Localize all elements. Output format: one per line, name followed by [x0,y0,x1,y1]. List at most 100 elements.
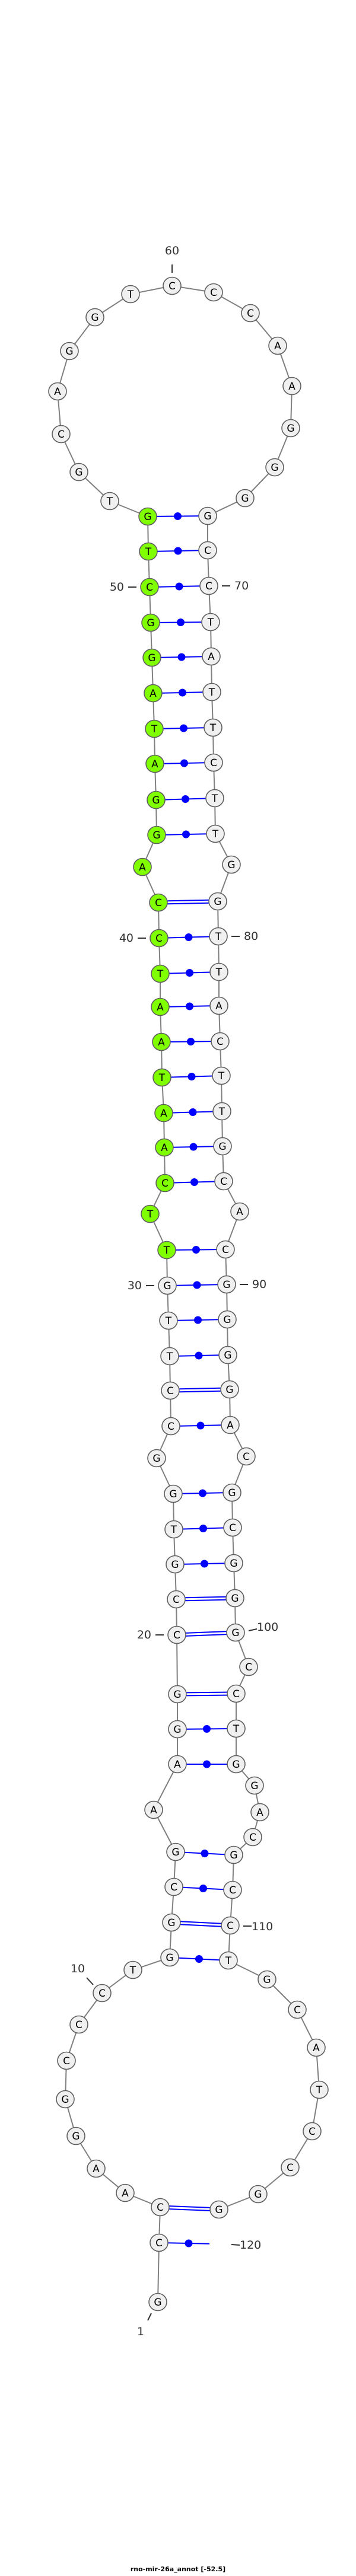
nucleotide-109: C [223,1880,242,1899]
pair-bond-line [169,2208,210,2211]
nucleotide-circle [151,997,170,1016]
nucleotide-circle [150,2233,169,2252]
pair-dot [189,1143,198,1151]
nucleotide-circle [212,1102,231,1121]
nucleotide-letter: A [157,1002,164,1013]
nucleotide-circle [93,1984,112,2003]
nucleotide-61: C [204,283,223,302]
nucleotide-circle [227,1684,246,1703]
nucleotide-letter: C [167,1385,174,1397]
nucleotide-circle [227,1719,246,1738]
nucleotide-circle [148,2293,167,2312]
pair-dot [175,582,183,591]
nucleotide-circle [221,1916,240,1935]
nucleotide-14: C [164,1877,183,1896]
nucleotide-circle [69,463,88,482]
nucleotide-circle [141,1204,160,1223]
pair-dot [174,547,182,555]
nucleotide-113: C [288,2000,307,2019]
nucleotide-41: C [149,893,168,912]
position-label-1: 1 [137,2313,152,2338]
position-label-20: 20 [137,1628,164,1641]
nucleotide-letter: G [225,1384,233,1396]
nucleotide-letter: T [106,496,113,508]
nucleotide-letter: C [63,2055,70,2067]
nucleotide-62: C [241,304,260,323]
nucleotide-circle [230,1202,249,1221]
nucleotide-40: C [150,929,169,948]
nucleotide-80: T [209,927,228,946]
nucleotide-70: C [199,576,218,595]
nucleotide-circle [85,308,104,327]
nucleotide-98: G [224,1554,243,1573]
nucleotide-circle [303,2122,322,2141]
nucleotide-49: G [141,613,160,632]
nucleotide-circle [221,1415,240,1434]
nucleotide-11: T [123,1960,142,1979]
nucleotide-circle [209,2200,228,2219]
nucleotide-18: G [168,1720,187,1739]
nucleotide-letter: G [218,1141,226,1153]
nucleotide-94: A [221,1415,240,1434]
nucleotide-81: T [209,962,228,981]
nucleotide-circle [204,753,223,772]
nucleotide-79: G [208,892,227,911]
nucleotide-circle [164,1484,183,1503]
nucleotide-32: T [141,1204,160,1223]
nucleotide-letter: G [254,2189,262,2201]
nucleotide-letter: C [169,280,176,292]
nucleotide-circle [224,1554,243,1573]
nucleotide-letter: A [227,1420,234,1432]
nucleotide-13: G [162,1913,181,1932]
nucleotide-letter: C [173,1630,180,1641]
position-label-30: 30 [128,1279,154,1292]
base-pair-26-94 [179,1421,222,1430]
base-pair-43-77 [165,830,207,839]
nucleotide-circle [150,929,169,948]
base-pair-38-82 [169,1002,211,1010]
nucleotide-circle [158,1276,177,1295]
nucleotide-circle [151,964,170,983]
nucleotide-circle [161,1381,180,1400]
nucleotide-117: C [281,2158,300,2177]
nucleotide-letter: T [218,1070,225,1082]
nucleotide-7: G [56,2090,75,2109]
nucleotide-22: G [166,1555,185,1574]
nucleotide-39: T [151,964,170,983]
nucleotide-circle [218,1346,237,1364]
position-label-110: 110 [243,1920,273,1933]
nucleotide-letter: T [207,617,214,629]
nucleotide-29: T [159,1311,178,1330]
nucleotide-95: C [237,1447,256,1466]
nucleotide-circle [160,1347,179,1366]
nucleotide-circle [121,285,140,304]
nucleotide-circle [60,342,79,361]
nucleotide-118: G [249,2185,268,2204]
nucleotide-68: G [198,506,217,525]
nucleotide-115: T [310,2080,329,2099]
nucleotide-112: G [258,1970,276,1989]
nucleotide-letter: C [75,2019,82,2031]
nucleotide-letter: G [173,1724,181,1736]
nucleotide-circle [157,1241,176,1260]
nucleotide-letter: T [157,968,164,980]
nucleotide-letter: C [155,933,163,945]
nucleotide-66: G [265,458,284,477]
nucleotide-letter: C [210,287,217,299]
nucleotides: GCCAAGGCCCTGGCGAAGGCCGTGGCCTTGTTCAATAATC… [48,276,329,2312]
nucleotide-letter: A [313,2042,320,2054]
nucleotide-15: G [166,1842,185,1861]
position-label-40: 40 [119,932,146,945]
nucleotide-107: C [243,1828,262,1847]
nucleotide-letter: A [122,2188,129,2199]
nucleotide-letter: C [233,1688,240,1700]
nucleotide-6: G [66,2127,85,2145]
nucleotide-letter: T [212,828,219,840]
base-pair-28-92 [178,1351,220,1360]
nucleotide-58: G [85,308,104,327]
nucleotide-circle [202,647,221,666]
nucleotide-circle [282,377,301,396]
nucleotide-27: C [161,1381,180,1400]
nucleotide-circle [250,1803,269,1822]
pair-dot [199,1525,207,1532]
